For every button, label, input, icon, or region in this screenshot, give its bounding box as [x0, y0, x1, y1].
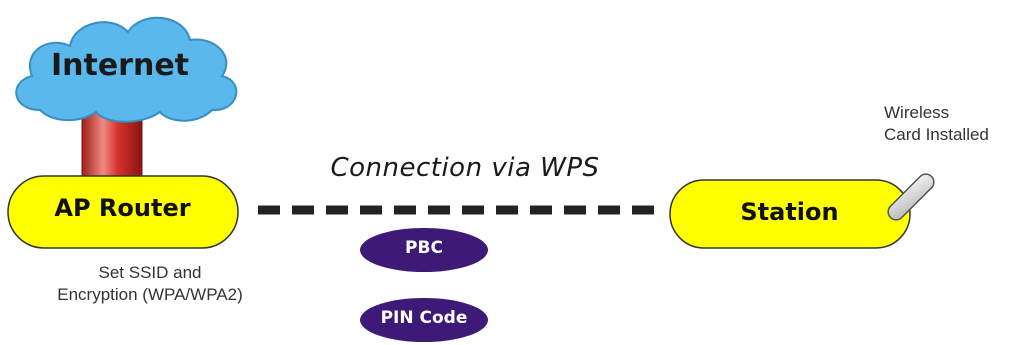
station-label: Station [740, 198, 839, 226]
ap-router-node [7, 175, 239, 249]
ap-router-note-line2: Encryption (WPA/WPA2) [57, 285, 243, 304]
ap-router-note-line1: Set SSID and [98, 263, 202, 282]
pin-code-method-pill [360, 298, 488, 342]
pbc-method-pill [360, 228, 488, 272]
wireless-card-note: Wireless Card Installed [884, 102, 1034, 146]
internet-cloud [15, 16, 238, 123]
connection-title: Connection via WPS [330, 153, 600, 183]
pbc-label: PBC [405, 238, 443, 258]
ap-router-label: AP Router [54, 194, 191, 222]
station-node [669, 179, 911, 249]
internet-label: Internet [50, 48, 190, 83]
ap-router-note: Set SSID and Encryption (WPA/WPA2) [30, 262, 270, 306]
antenna-icon [887, 173, 935, 221]
wireless-card-note-line1: Wireless [884, 103, 950, 122]
wireless-card-note-line2: Card Installed [884, 125, 989, 144]
pin-code-label: PIN Code [380, 308, 468, 328]
